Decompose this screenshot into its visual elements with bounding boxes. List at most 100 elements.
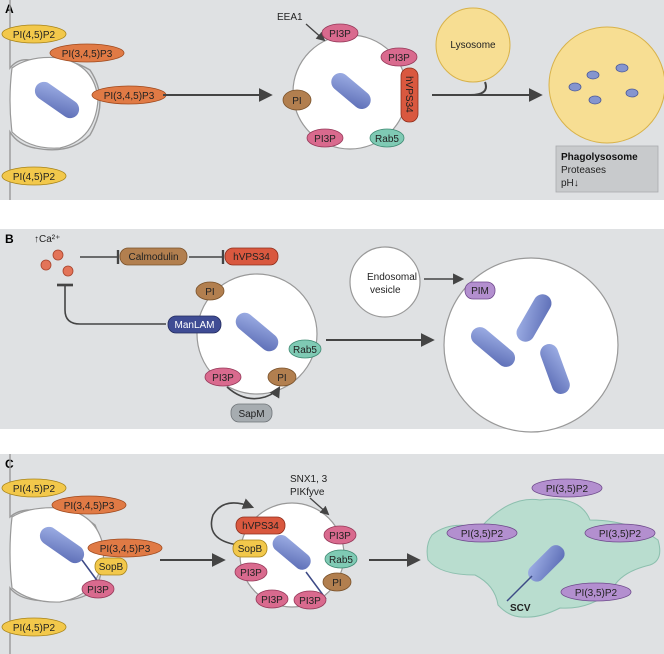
pip3-top-c-label: PI(3,4,5)P3 xyxy=(64,501,115,512)
rab5-a-label: Rab5 xyxy=(375,134,399,145)
lysosome-label: Lysosome xyxy=(450,40,496,51)
sopb-c2 xyxy=(232,539,268,558)
pip2-top-a-label: PI(4,5)P2 xyxy=(13,30,56,41)
rab5-b xyxy=(288,339,322,359)
pip3-top-a-label: PI(3,4,5)P3 xyxy=(62,49,113,60)
pi35p2-right xyxy=(584,523,656,543)
endosomal-vesicle-label-1: Endosomal xyxy=(367,272,417,283)
eea1-arrow xyxy=(305,23,326,42)
pikfyve-label: PIKfyve xyxy=(290,487,325,498)
pi35p2-left-label: PI(3,5)P2 xyxy=(461,529,504,540)
pi-bottom-b-label: PI xyxy=(277,373,286,384)
pi3p-b-label: PI3P xyxy=(212,373,234,384)
pi35p2-bottom-label: PI(3,5)P2 xyxy=(575,588,618,599)
pi35p2-top xyxy=(531,478,603,498)
pi3p-c1 xyxy=(81,579,115,599)
calmodulin xyxy=(119,247,188,266)
eea1-label: EEA1 xyxy=(277,12,303,23)
pi3p-c1-label: PI3P xyxy=(87,585,109,596)
pip3-top-c xyxy=(51,495,127,515)
pi3p-right-a xyxy=(380,47,418,67)
panel-b: B ↑Ca²⁺ Calmodulin hVPS34 PI ManLAM Rab5… xyxy=(0,229,664,433)
pi3p-c2c xyxy=(255,589,289,609)
phagolysosome-proteases: Proteases xyxy=(561,165,606,176)
panel-a: A PI(4,5)P2 PI(3,4,5)P3 PI(3,4,5)P3 PI(4… xyxy=(0,0,664,200)
pim-label: PIM xyxy=(471,286,489,297)
sapm-label: SapM xyxy=(238,409,264,420)
phagolysosome xyxy=(548,26,664,144)
pip2-top-c xyxy=(1,478,67,498)
pi3p-bottom-a xyxy=(306,128,344,148)
manlam xyxy=(167,315,222,334)
arrested-phagosome xyxy=(443,257,619,433)
pi3p-c2c-label: PI3P xyxy=(261,595,283,606)
manlam-inhibit-line xyxy=(57,283,166,325)
endosomal-vesicle-label-2: vesicle xyxy=(370,285,401,296)
pi3p-c2d-label: PI3P xyxy=(299,596,321,607)
calcium-label: ↑Ca²⁺ xyxy=(34,234,60,245)
pi3p-c2a-label: PI3P xyxy=(240,568,262,579)
pi3p-bottom-a-label: PI3P xyxy=(314,134,336,145)
degraded-bacterium-3 xyxy=(615,63,629,73)
pi35p2-right-label: PI(3,5)P2 xyxy=(599,529,642,540)
bacterium-a2 xyxy=(331,73,371,109)
pi3p-right-a-label: PI3P xyxy=(388,53,410,64)
pi35p2-left xyxy=(446,523,518,543)
degraded-bacterium-4 xyxy=(588,95,602,105)
degraded-bacterium-1 xyxy=(568,82,582,92)
pi35p2-top-label: PI(3,5)P2 xyxy=(546,484,589,495)
pi35p2-bottom xyxy=(560,582,632,602)
cell-membrane-a xyxy=(9,0,101,200)
rab5-c xyxy=(324,549,358,569)
pip2-bottom-c-label: PI(4,5)P2 xyxy=(13,623,56,634)
pi-top-b xyxy=(195,281,225,301)
pi-bottom-b xyxy=(267,367,297,387)
hvps34-c xyxy=(235,516,286,535)
pip2-top-c-label: PI(4,5)P2 xyxy=(13,484,56,495)
pip3-mid-c-label: PI(3,4,5)P3 xyxy=(100,544,151,555)
pi3p-c2b-label: PI3P xyxy=(329,531,351,542)
bacterium-b1 xyxy=(235,312,279,352)
pip3-top-a xyxy=(49,43,125,63)
bacterium-b3 xyxy=(516,294,552,342)
rab5-b-label: Rab5 xyxy=(293,345,317,356)
sapm-conversion-arrow xyxy=(226,386,281,400)
pip2-bottom-a xyxy=(1,166,67,186)
snx-arrow xyxy=(309,497,330,516)
pip2-top-a xyxy=(1,24,67,44)
pi3p-top-a xyxy=(321,23,359,43)
sopb-c1-label: SopB xyxy=(99,562,124,573)
sapm xyxy=(230,403,273,423)
panel-b-letter: B xyxy=(5,232,14,246)
rab5-c-label: Rab5 xyxy=(329,555,353,566)
sopb-feedback-arrow xyxy=(210,498,255,546)
pip3-mid-c xyxy=(87,538,163,558)
phagolysosome-title: Phagolysosome xyxy=(561,152,638,163)
calmodulin-label: Calmodulin xyxy=(128,252,178,263)
pi-c xyxy=(322,572,352,592)
degraded-bacterium-5 xyxy=(625,88,639,98)
hvps34-c-label: hVPS34 xyxy=(242,521,279,532)
degraded-bacterium-2 xyxy=(586,70,600,80)
pi-a xyxy=(282,89,312,111)
pip2-bottom-a-label: PI(4,5)P2 xyxy=(13,172,56,183)
calcium-ion-3 xyxy=(62,265,74,277)
salmonella-c3 xyxy=(528,545,565,582)
lysosome xyxy=(435,7,511,83)
manlam-label: ManLAM xyxy=(174,320,214,331)
calcium-ion-1 xyxy=(52,249,64,261)
pip3-mid-a-label: PI(3,4,5)P3 xyxy=(104,91,155,102)
salmonella-c1 xyxy=(39,526,85,564)
bacterium-b2 xyxy=(470,327,516,367)
scv-label: SCV xyxy=(510,603,531,614)
hvps34-a-label: hVPS34 xyxy=(403,76,414,113)
bacterium-a1 xyxy=(34,81,80,119)
bacterium-b4 xyxy=(540,344,570,394)
phagolysosome-info-box xyxy=(555,145,659,193)
pi-a-label: PI xyxy=(292,96,301,107)
hvps34-a xyxy=(400,67,419,123)
sopb-c1 xyxy=(94,557,128,576)
pi3p-b xyxy=(204,367,242,387)
snx-label: SNX1, 3 xyxy=(290,474,328,485)
